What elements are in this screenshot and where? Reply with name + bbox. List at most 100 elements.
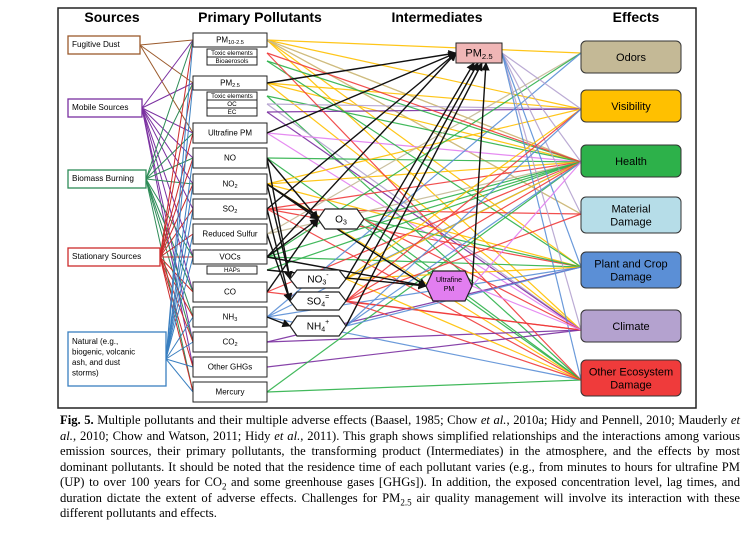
effect-box <box>580 40 682 74</box>
link-intermediate-1-to-effect-4 <box>501 52 582 215</box>
link-primary-11-to-effect-7 <box>266 208 582 381</box>
link-source-1-to-primary-4 <box>139 44 194 84</box>
caption-subscript: 2 <box>221 481 227 492</box>
primary-box <box>206 265 258 275</box>
link-primary-13-to-effect-1 <box>266 52 582 258</box>
link-source-2-to-primary-15 <box>141 107 194 293</box>
link-intermediate-2-to-effect-5 <box>363 218 582 268</box>
link-primary-13-to-effect-5 <box>266 256 582 268</box>
link-source-5-to-primary-16 <box>165 316 194 360</box>
link-intermediate-1-to-effect-2 <box>501 52 582 110</box>
link-source-3-to-primary-19 <box>145 178 194 393</box>
primary-box <box>192 147 268 169</box>
source-box <box>67 247 161 267</box>
source-box <box>67 331 167 387</box>
arrow-primary-13-to-intermediate-1 <box>266 52 457 258</box>
caption-text: , 2010a; Hidy and Pennell, 2010; Mauderl… <box>506 413 731 427</box>
primary-label: Toxic elements <box>211 93 253 100</box>
link-primary-4-to-effect-6 <box>266 82 582 331</box>
primary-haps: HAPs <box>206 265 258 275</box>
link-primary-2-to-effect-7 <box>266 52 582 381</box>
primary-label: Bioaerosols <box>216 58 249 65</box>
primary-nh3: NH3 <box>192 306 268 328</box>
primary-label: HAPs <box>224 267 240 274</box>
header-effects: Effects <box>613 9 660 25</box>
link-source-5-to-primary-12 <box>165 233 194 360</box>
effect-climate: Climate <box>580 309 682 343</box>
primary-box <box>206 56 258 66</box>
primary-vocs: VOCs <box>192 249 268 265</box>
link-source-4-to-primary-1 <box>159 39 194 258</box>
link-source-4-to-primary-9 <box>159 157 194 258</box>
link-source-2-to-primary-9 <box>141 107 194 159</box>
link-intermediate-2-to-effect-7 <box>363 218 582 381</box>
primary-box <box>192 281 268 303</box>
primary-label: NO2 <box>222 180 237 191</box>
intermediate-hexagon <box>289 269 347 289</box>
effect-label: Odors <box>616 52 646 64</box>
link-source-5-to-primary-17 <box>165 341 194 360</box>
link-intermediate-3-to-effect-7 <box>345 278 582 381</box>
intermediate-pm2-5: PM2.5 <box>455 42 503 64</box>
source-label: Mobile Sources <box>72 103 128 112</box>
link-source-3-to-primary-10 <box>145 178 194 185</box>
link-intermediate-4-to-effect-3 <box>345 161 582 302</box>
link-intermediate-6-to-effect-3 <box>471 161 582 287</box>
primary-label: Toxic elements <box>211 50 253 57</box>
intermediate-label: NO3- <box>307 272 329 287</box>
arrow-primary-8-to-intermediate-1 <box>266 52 457 134</box>
arrow-primary-11-to-intermediate-1 <box>266 52 457 210</box>
primary-label: PM10-2.5 <box>216 36 244 47</box>
source-stationary-sources: Stationary Sources <box>67 247 161 267</box>
link-intermediate-6-to-effect-6 <box>471 285 582 331</box>
primary-box <box>192 249 268 265</box>
source-box <box>67 169 147 189</box>
caption-text: air quality management will involve its … <box>60 490 740 521</box>
primary-box <box>192 356 268 378</box>
link-primary-3-to-effect-5 <box>266 60 582 268</box>
link-source-2-to-primary-4 <box>141 82 194 109</box>
link-primary-19-to-effect-7 <box>266 379 582 393</box>
arrow-primary-13-to-intermediate-6 <box>266 256 427 289</box>
primary-bioaerosols: Bioaerosols <box>206 56 258 66</box>
primary-label: CO2 <box>222 338 237 349</box>
primary-pm2-5: PM2.5 <box>192 75 268 91</box>
effect-label: Visibility <box>611 101 651 113</box>
caption-text: , 2011). This graph shows simplified rel… <box>60 428 740 490</box>
link-source-2-to-primary-17 <box>141 107 194 343</box>
caption-etal: et al. <box>480 413 507 427</box>
primary-no: NO <box>192 147 268 169</box>
primary-label: Mercury <box>216 388 245 397</box>
primary-label: Ultrafine PM <box>208 129 252 138</box>
source-biomass-burning: Biomass Burning <box>67 169 147 189</box>
link-primary-2-to-effect-3 <box>266 52 582 163</box>
effect-visibility: Visibility <box>580 89 682 123</box>
link-primary-9-to-effect-7 <box>266 157 582 381</box>
primary-pm10-2-5: PM10-2.5 <box>192 32 268 48</box>
intermediate-o3: O3 <box>317 208 365 230</box>
primary-label: SO2 <box>223 205 238 216</box>
link-source-1-to-primary-8 <box>139 44 194 134</box>
arrow-primary-9-to-intermediate-3 <box>266 157 293 280</box>
link-primary-4-to-effect-3 <box>266 82 582 163</box>
caption-text: Multiple pollutants and their multiple a… <box>93 413 481 427</box>
primary-box <box>192 122 268 144</box>
intermediate-no3: NO3- <box>289 269 347 289</box>
primary-box <box>192 32 268 48</box>
primary-reduced-sulfur: Reduced Sulfur <box>192 223 268 245</box>
link-intermediate-4-to-effect-7 <box>345 300 582 381</box>
primary-label: Other GHGs <box>208 363 252 372</box>
link-primary-1-to-effect-3 <box>266 39 582 163</box>
primary-oc: OC <box>206 99 258 109</box>
arrow-primary-16-to-intermediate-5 <box>266 316 291 328</box>
primary-box <box>192 306 268 328</box>
arrow-intermediate-5-to-pm25 <box>345 62 483 327</box>
primary-label: EC <box>228 109 237 116</box>
source-box <box>67 98 143 118</box>
primary-toxic-elements: Toxic elements <box>206 48 258 58</box>
primary-box <box>192 173 268 195</box>
arrow-primary-4-to-intermediate-1 <box>266 50 457 84</box>
